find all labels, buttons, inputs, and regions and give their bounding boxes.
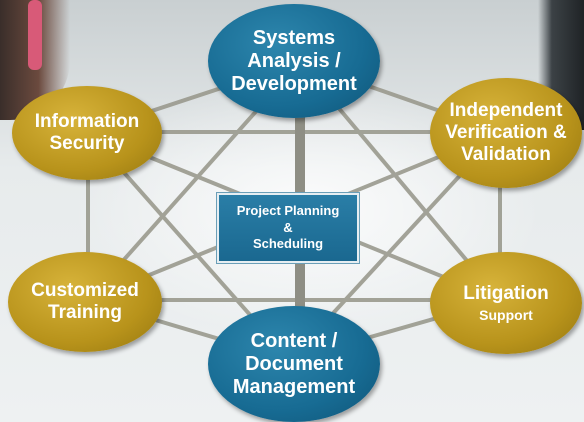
node-systems-line-3: Development	[231, 72, 357, 95]
scarf	[28, 0, 42, 70]
node-systems-analysis: Systems Analysis / Development	[208, 4, 380, 118]
node-systems-line-1: Systems	[252, 26, 336, 49]
node-customized-training: Customized Training	[8, 252, 162, 352]
center-line-1: Project Planning	[236, 202, 340, 218]
node-independent-verification: Independent Verification & Validation	[430, 78, 582, 188]
node-ivv-line-2: Verification &	[445, 122, 567, 144]
center-line-3: Scheduling	[252, 236, 324, 252]
node-training-line-1: Customized	[31, 280, 139, 302]
node-infosec-line-2: Security	[49, 133, 125, 154]
node-litigation-line-2: Support	[479, 306, 533, 323]
node-content-line-2: Document	[245, 352, 343, 375]
center-line-2: &	[283, 219, 293, 235]
node-ivv-line-3: Validation	[461, 143, 551, 165]
node-systems-line-2: Analysis /	[247, 49, 341, 72]
node-litigation-support: Litigation Support	[430, 252, 582, 354]
node-litigation-line-1: Litigation	[463, 283, 549, 305]
node-content-document-management: Content / Document Management	[208, 306, 380, 422]
node-infosec-line-1: Information	[34, 111, 140, 133]
node-ivv-line-1: Independent	[449, 100, 563, 122]
node-content-line-3: Management	[232, 375, 356, 398]
node-training-line-2: Training	[48, 302, 122, 323]
node-information-security: Information Security	[12, 86, 162, 180]
node-content-line-1: Content /	[250, 329, 338, 352]
center-project-planning-box: Project Planning & Scheduling	[217, 193, 359, 263]
